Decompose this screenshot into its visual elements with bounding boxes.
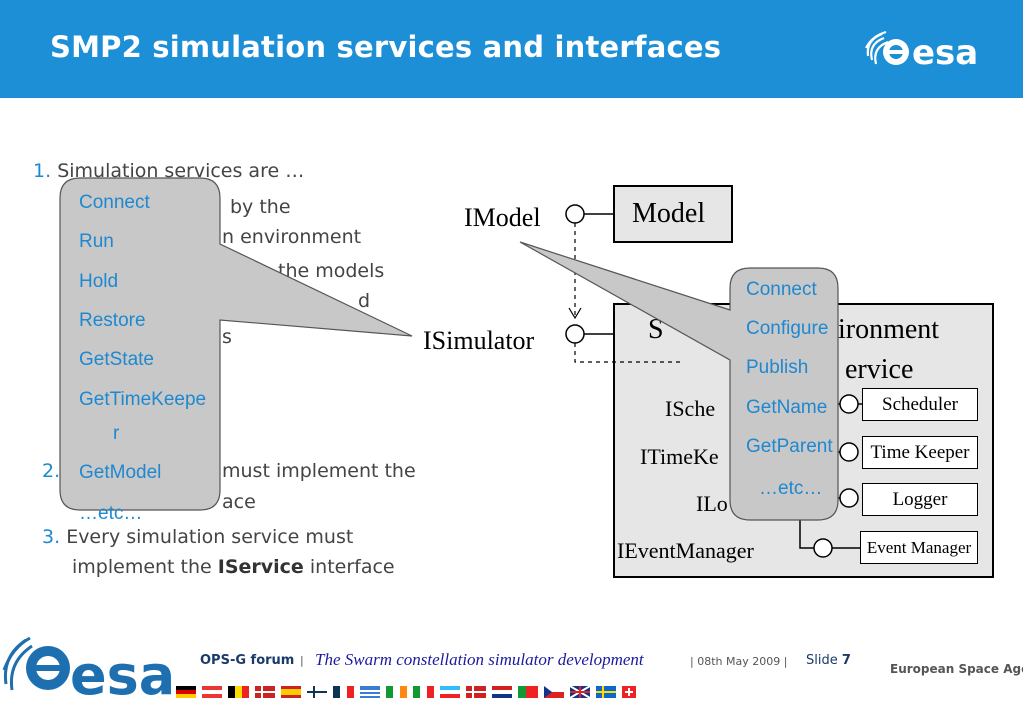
bullet-3-text-1: Every simulation service must <box>66 526 354 548</box>
ischeduler-label: ISche <box>665 396 716 421</box>
footer-presentation-title: The Swarm constellation simulator develo… <box>315 650 644 669</box>
bullet-1-sub-2: n environment <box>222 226 362 248</box>
left-callout-etc: …etc… <box>79 503 143 524</box>
footer-date: | 08th May 2009 | <box>690 655 788 668</box>
bullet-1-number: 1. <box>33 160 52 182</box>
imodel-label: IModel <box>464 203 541 232</box>
footer-forum: OPS-G forum <box>200 653 295 668</box>
bullet-1-sub-4: d <box>358 290 371 312</box>
right-callout-connect: Connect <box>746 279 817 300</box>
esa-footer-logo-icon: esa <box>2 636 175 707</box>
esa-logo-text: esa <box>912 33 978 73</box>
footer-slide-label: Slide <box>806 653 838 668</box>
logger-box: Logger <box>862 483 978 516</box>
bullet-2-text-1: must implement the <box>222 460 416 482</box>
left-callout-shape <box>59 177 413 511</box>
env-title-part2: ironment <box>838 314 940 345</box>
footer-agency: European Space Agency <box>890 662 1023 676</box>
bullet-3-text-2-post: interface <box>303 556 395 578</box>
left-callout-gettimekeeper: GetTimeKeepe <box>79 389 207 410</box>
slide-title: SMP2 simulation services and interfaces <box>50 30 722 64</box>
bullet-2-number: 2. <box>42 460 61 482</box>
left-callout-getmodel: GetModel <box>79 462 162 483</box>
ieventmanager-label: IEventManager <box>617 538 754 563</box>
left-callout-run: Run <box>79 231 114 252</box>
left-callout-hold: Hold <box>79 271 119 292</box>
right-callout-shape <box>519 241 839 521</box>
left-callout-restore: Restore <box>79 310 146 331</box>
bullet-3-number: 3. <box>42 526 61 548</box>
bullet-2-text-2: ace <box>222 491 256 513</box>
itimekeeper-label: ITimeKe <box>640 444 719 469</box>
header-bar: SMP2 simulation services and interfaces … <box>0 0 1023 98</box>
bullet-1-text: Simulation services are … <box>57 160 305 182</box>
bullet-1-sub-1: by the <box>230 196 291 218</box>
left-callout-getstate: GetState <box>79 349 154 370</box>
footer-slide-number: 7 <box>841 653 851 668</box>
esa-logo-icon: esa <box>865 30 978 73</box>
timekeeper-box: Time Keeper <box>862 436 978 469</box>
bullet-3-text-2-pre: implement the <box>72 556 218 578</box>
member-flags-icon <box>176 686 636 699</box>
footer-separator: | <box>300 654 304 667</box>
isimulator-label: ISimulator <box>423 326 535 355</box>
env-title-part1: S <box>648 314 664 345</box>
ilogger-label: ILo <box>696 491 728 516</box>
scheduler-box: Scheduler <box>862 388 978 421</box>
right-callout-getname: GetName <box>746 397 828 418</box>
model-box <box>613 185 733 243</box>
bullet-1-sub-5: s <box>222 326 232 348</box>
bullet-3-iservice: IService <box>217 556 304 578</box>
right-callout-etc: …etc… <box>759 478 823 499</box>
model-box-label: Model <box>632 198 706 229</box>
right-callout-configure: Configure <box>746 318 829 339</box>
right-callout-publish: Publish <box>746 357 809 378</box>
left-callout-gettimekeeper-r: r <box>113 423 120 444</box>
env-title-part3: ervice <box>845 354 914 385</box>
bullet-1-sub-3: the models <box>278 260 385 282</box>
esa-footer-logo-text: esa <box>70 644 175 707</box>
right-callout-getparent: GetParent <box>746 436 833 457</box>
eventmanager-box: Event Manager <box>860 531 978 564</box>
left-callout-connect: Connect <box>79 192 150 213</box>
